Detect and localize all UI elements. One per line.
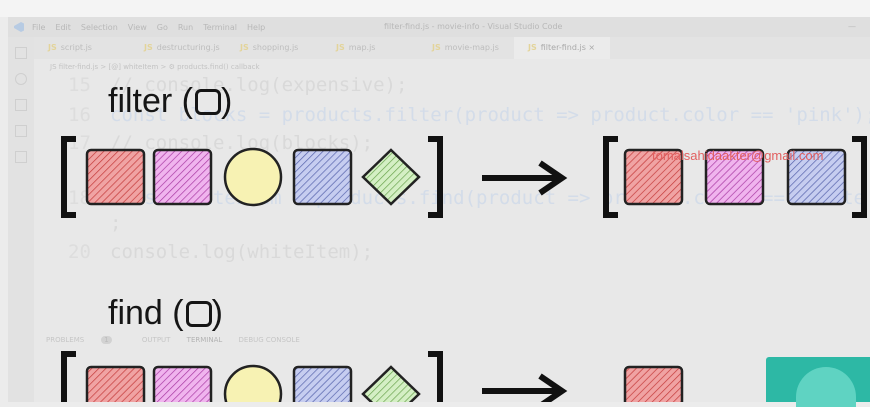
tab-problems[interactable]: PROBLEMS 1 [46,336,126,344]
webcam-overlay [766,357,870,407]
close-bracket [852,136,867,218]
tab-label: destructuring.js [156,43,220,52]
open-bracket [61,136,76,218]
menu-help[interactable]: Help [247,22,266,32]
tab-label: PROBLEMS [46,336,85,344]
panel-tabs: PROBLEMS 1 OUTPUT TERMINAL DEBUG CONSOLE [46,336,314,344]
blue-square [292,365,353,402]
js-file-icon: JS [336,43,345,52]
tab-output[interactable]: OUTPUT [141,336,171,344]
filter-heading-text: filter ( [108,82,193,120]
code-line[interactable]: 20 console.log(whiteItem); [68,241,373,263]
js-file-icon: JS [48,43,57,52]
menu-bar: File Edit Selection View Go Run Terminal… [8,17,870,37]
line-number: 20 [68,241,91,263]
close-icon[interactable]: × [588,43,596,52]
pink-square [152,148,213,206]
red-square [623,148,684,206]
run-debug-icon[interactable] [15,125,27,137]
menu-go[interactable]: Go [156,22,168,32]
square-icon [195,88,221,115]
code-line[interactable]: ; [68,212,121,234]
close-bracket [428,351,443,402]
line-number: 16 [68,104,91,126]
green-diamond [361,365,421,402]
tab-label: shopping.js [252,43,299,52]
activity-bar [8,37,34,402]
search-icon[interactable] [15,73,27,85]
close-bracket [428,136,443,218]
window-title: filter-find.js - movie-info - Visual Stu… [384,22,563,31]
js-file-icon: JS [432,43,441,52]
open-bracket [603,136,618,218]
arrow-icon [482,373,568,402]
red-square [623,365,684,402]
top-strip [0,0,870,17]
presenter-avatar [796,367,856,407]
js-file-icon: JS [240,43,249,52]
menu-edit[interactable]: Edit [55,22,71,32]
square-icon [185,300,212,327]
tab-label: script.js [60,43,92,52]
yellow-circle [223,364,283,402]
code-text: ; [110,212,122,234]
red-square [85,365,146,402]
tab-label: movie-map.js [444,43,499,52]
tab-label: filter-find.js [540,43,586,52]
pink-square [152,365,213,402]
js-file-icon: JS [528,43,537,52]
open-bracket [61,351,76,402]
menu-view[interactable]: View [127,22,147,32]
code-line[interactable]: 16 const blocks = products.filter(product… [68,104,870,126]
menu-selection[interactable]: Selection [80,22,118,32]
menu-terminal[interactable]: Terminal [203,22,237,32]
tab-debug-console[interactable]: DEBUG CONSOLE [238,336,300,344]
email-watermark: tomalsahidaakter@gmail.com [652,148,824,163]
js-file-icon: JS [144,43,153,52]
line-number: 18 [68,187,91,209]
yellow-circle [223,147,283,207]
problems-badge: 1 [101,336,112,344]
red-square [85,148,146,206]
vscode-logo-icon [14,22,24,32]
blue-square [786,148,847,206]
find-heading-text: find ( [108,294,184,332]
code-text: console.log(whiteItem); [110,241,374,263]
green-diamond [361,148,421,206]
code-text: const blocks = products.filter(product =… [110,104,870,126]
arrow-icon [482,160,568,196]
code-text: // console.log(blocks); [110,132,374,154]
find-heading: find () [108,294,223,333]
tab-label: map.js [348,43,376,52]
blue-square [292,148,353,206]
line-number: 15 [68,74,91,96]
close-paren: ) [221,82,233,120]
explorer-icon[interactable] [15,47,27,59]
extensions-icon[interactable] [15,151,27,163]
source-control-icon[interactable] [15,99,27,111]
close-paren: ) [211,294,223,332]
pink-square [704,148,765,206]
minimize-icon[interactable]: — [848,22,856,31]
menu-file[interactable]: File [32,22,46,32]
breadcrumb[interactable]: JS filter-find.js > [@] whiteItem > ⚙ pr… [50,63,260,71]
menu-run[interactable]: Run [177,22,194,32]
tab-terminal[interactable]: TERMINAL [186,336,223,344]
filter-heading: filter () [108,82,232,121]
